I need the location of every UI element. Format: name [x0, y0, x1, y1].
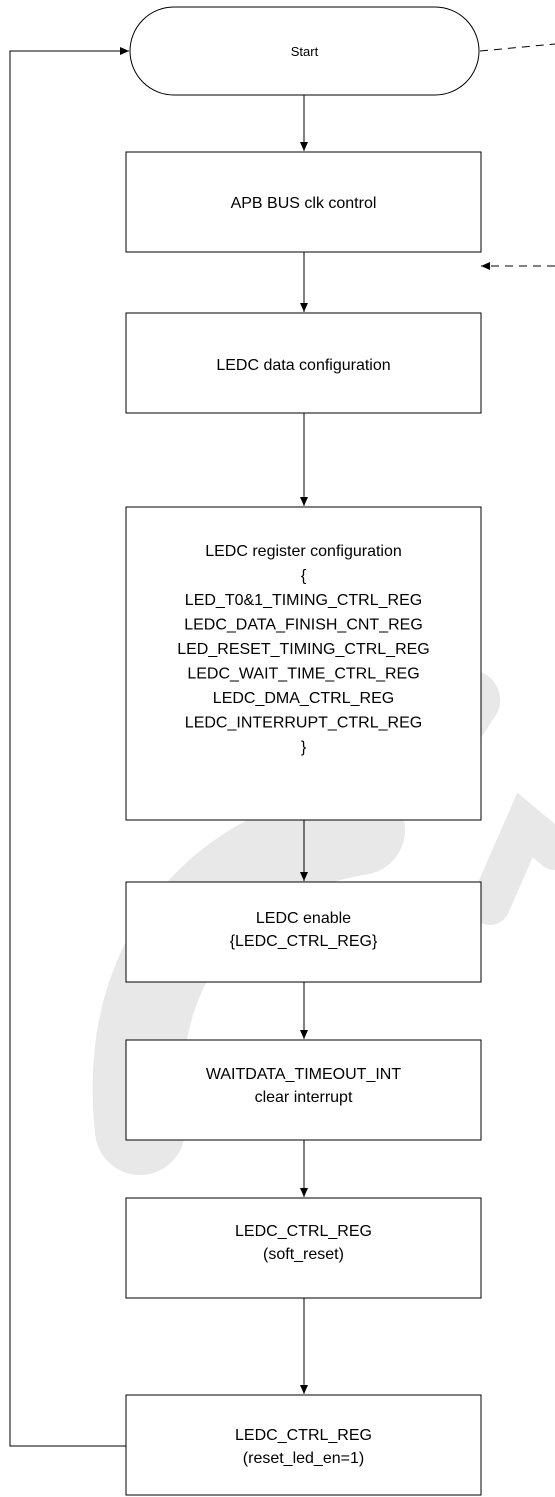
step-enable-text: LEDC enable {LEDC_CTRL_REG}	[230, 910, 378, 950]
register-line: }	[301, 739, 307, 756]
watermark-letter	[470, 792, 555, 925]
waitdata-line: WAITDATA_TIMEOUT_INT	[206, 1066, 401, 1083]
register-line: LEDC register configuration	[205, 543, 402, 560]
register-line: LED_RESET_TIMING_CTRL_REG	[177, 641, 430, 658]
start-node: Start	[129, 6, 480, 96]
step-apb-text: APB BUS clk control	[231, 195, 377, 212]
step-register-config-text: LEDC register configuration { LED_T0&1_TIM…	[177, 543, 430, 756]
enable-line: LEDC enable	[256, 910, 351, 927]
step-enable: LEDC enable {LEDC_CTRL_REG}	[125, 881, 482, 983]
waitdata-line: clear interrupt	[255, 1089, 353, 1106]
register-line: LED_T0&1_TIMING_CTRL_REG	[185, 592, 422, 609]
start-label: Start	[291, 44, 319, 59]
step-soft-reset: LEDC_CTRL_REG (soft_reset)	[125, 1197, 482, 1299]
start-dashed-connector	[479, 43, 555, 52]
softreset-line: LEDC_CTRL_REG	[235, 1223, 372, 1240]
step-reset-led: LEDC_CTRL_REG (reset_led_en=1)	[125, 1394, 482, 1496]
softreset-line: (soft_reset)	[263, 1246, 344, 1263]
resetled-line: LEDC_CTRL_REG	[235, 1427, 372, 1444]
register-line: LEDC_WAIT_TIME_CTRL_REG	[187, 666, 419, 683]
step-soft-reset-text: LEDC_CTRL_REG (soft_reset)	[235, 1223, 372, 1263]
resetled-line: (reset_led_en=1)	[243, 1450, 364, 1467]
register-line: LEDC_DATA_FINISH_CNT_REG	[184, 617, 423, 634]
data-line: LEDC data configuration	[216, 357, 390, 374]
enable-line: {LEDC_CTRL_REG}	[230, 933, 378, 950]
register-line: {	[301, 568, 307, 585]
loop-back-arrow	[9, 47, 129, 1447]
register-line: LEDC_INTERRUPT_CTRL_REG	[185, 715, 422, 732]
register-line: LEDC_DMA_CTRL_REG	[213, 690, 394, 707]
step-register-config: LEDC register configuration { LED_T0&1_TIM…	[125, 506, 482, 821]
step-data-config-text: LEDC data configuration	[216, 357, 390, 374]
apb-line: APB BUS clk control	[231, 195, 377, 212]
step-data-config: LEDC data configuration	[125, 312, 482, 414]
step-apb: APB BUS clk control	[125, 151, 482, 253]
step-reset-led-text: LEDC_CTRL_REG (reset_led_en=1)	[235, 1427, 372, 1467]
